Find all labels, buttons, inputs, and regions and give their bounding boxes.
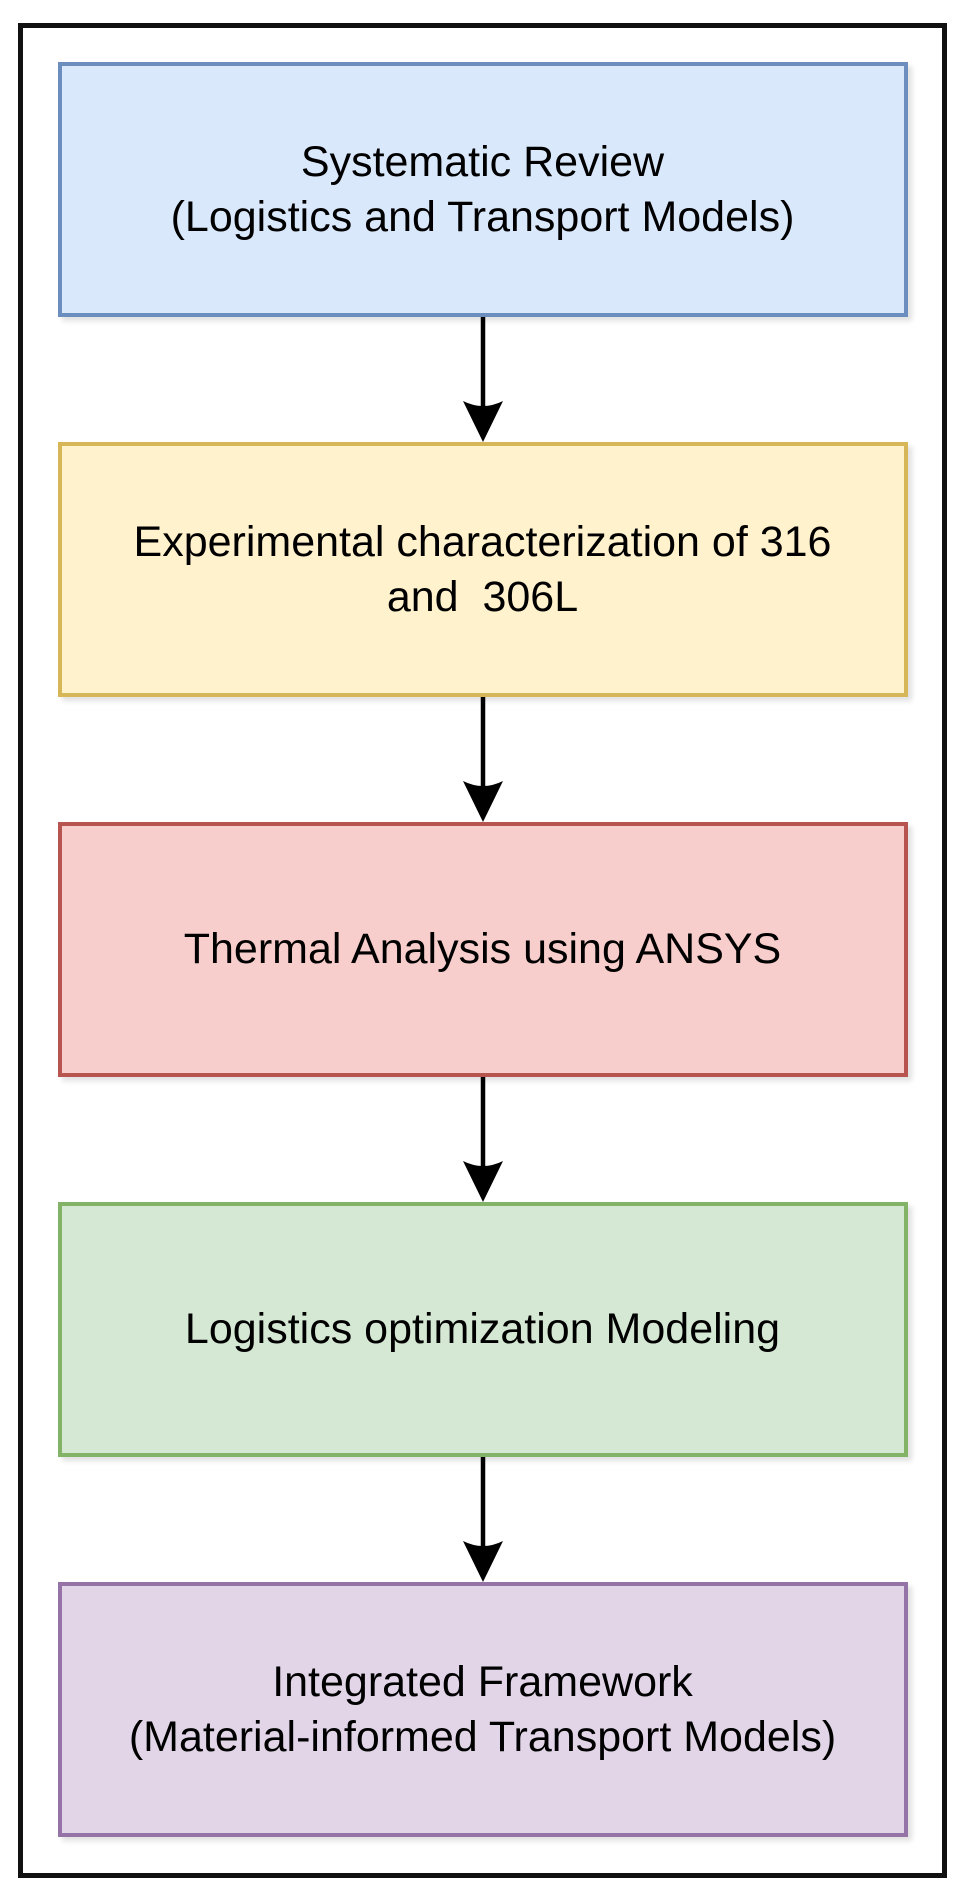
flow-box-integrated-framework: Integrated Framework (Material-informed … — [57, 1582, 908, 1837]
flow-box-experimental-characterization: Experimental characterization of 316 and… — [57, 442, 908, 697]
flowchart-outer-frame: Systematic Review (Logistics and Transpo… — [18, 23, 947, 1878]
flow-box-logistics-optimization: Logistics optimization Modeling — [57, 1202, 908, 1457]
down-arrow-icon — [462, 317, 503, 442]
flow-box-thermal-analysis: Thermal Analysis using ANSYS — [57, 822, 908, 1077]
down-arrow-icon — [462, 1457, 503, 1582]
down-arrow-icon — [462, 697, 503, 822]
down-arrow-icon — [462, 1077, 503, 1202]
flow-box-systematic-review: Systematic Review (Logistics and Transpo… — [57, 62, 908, 317]
